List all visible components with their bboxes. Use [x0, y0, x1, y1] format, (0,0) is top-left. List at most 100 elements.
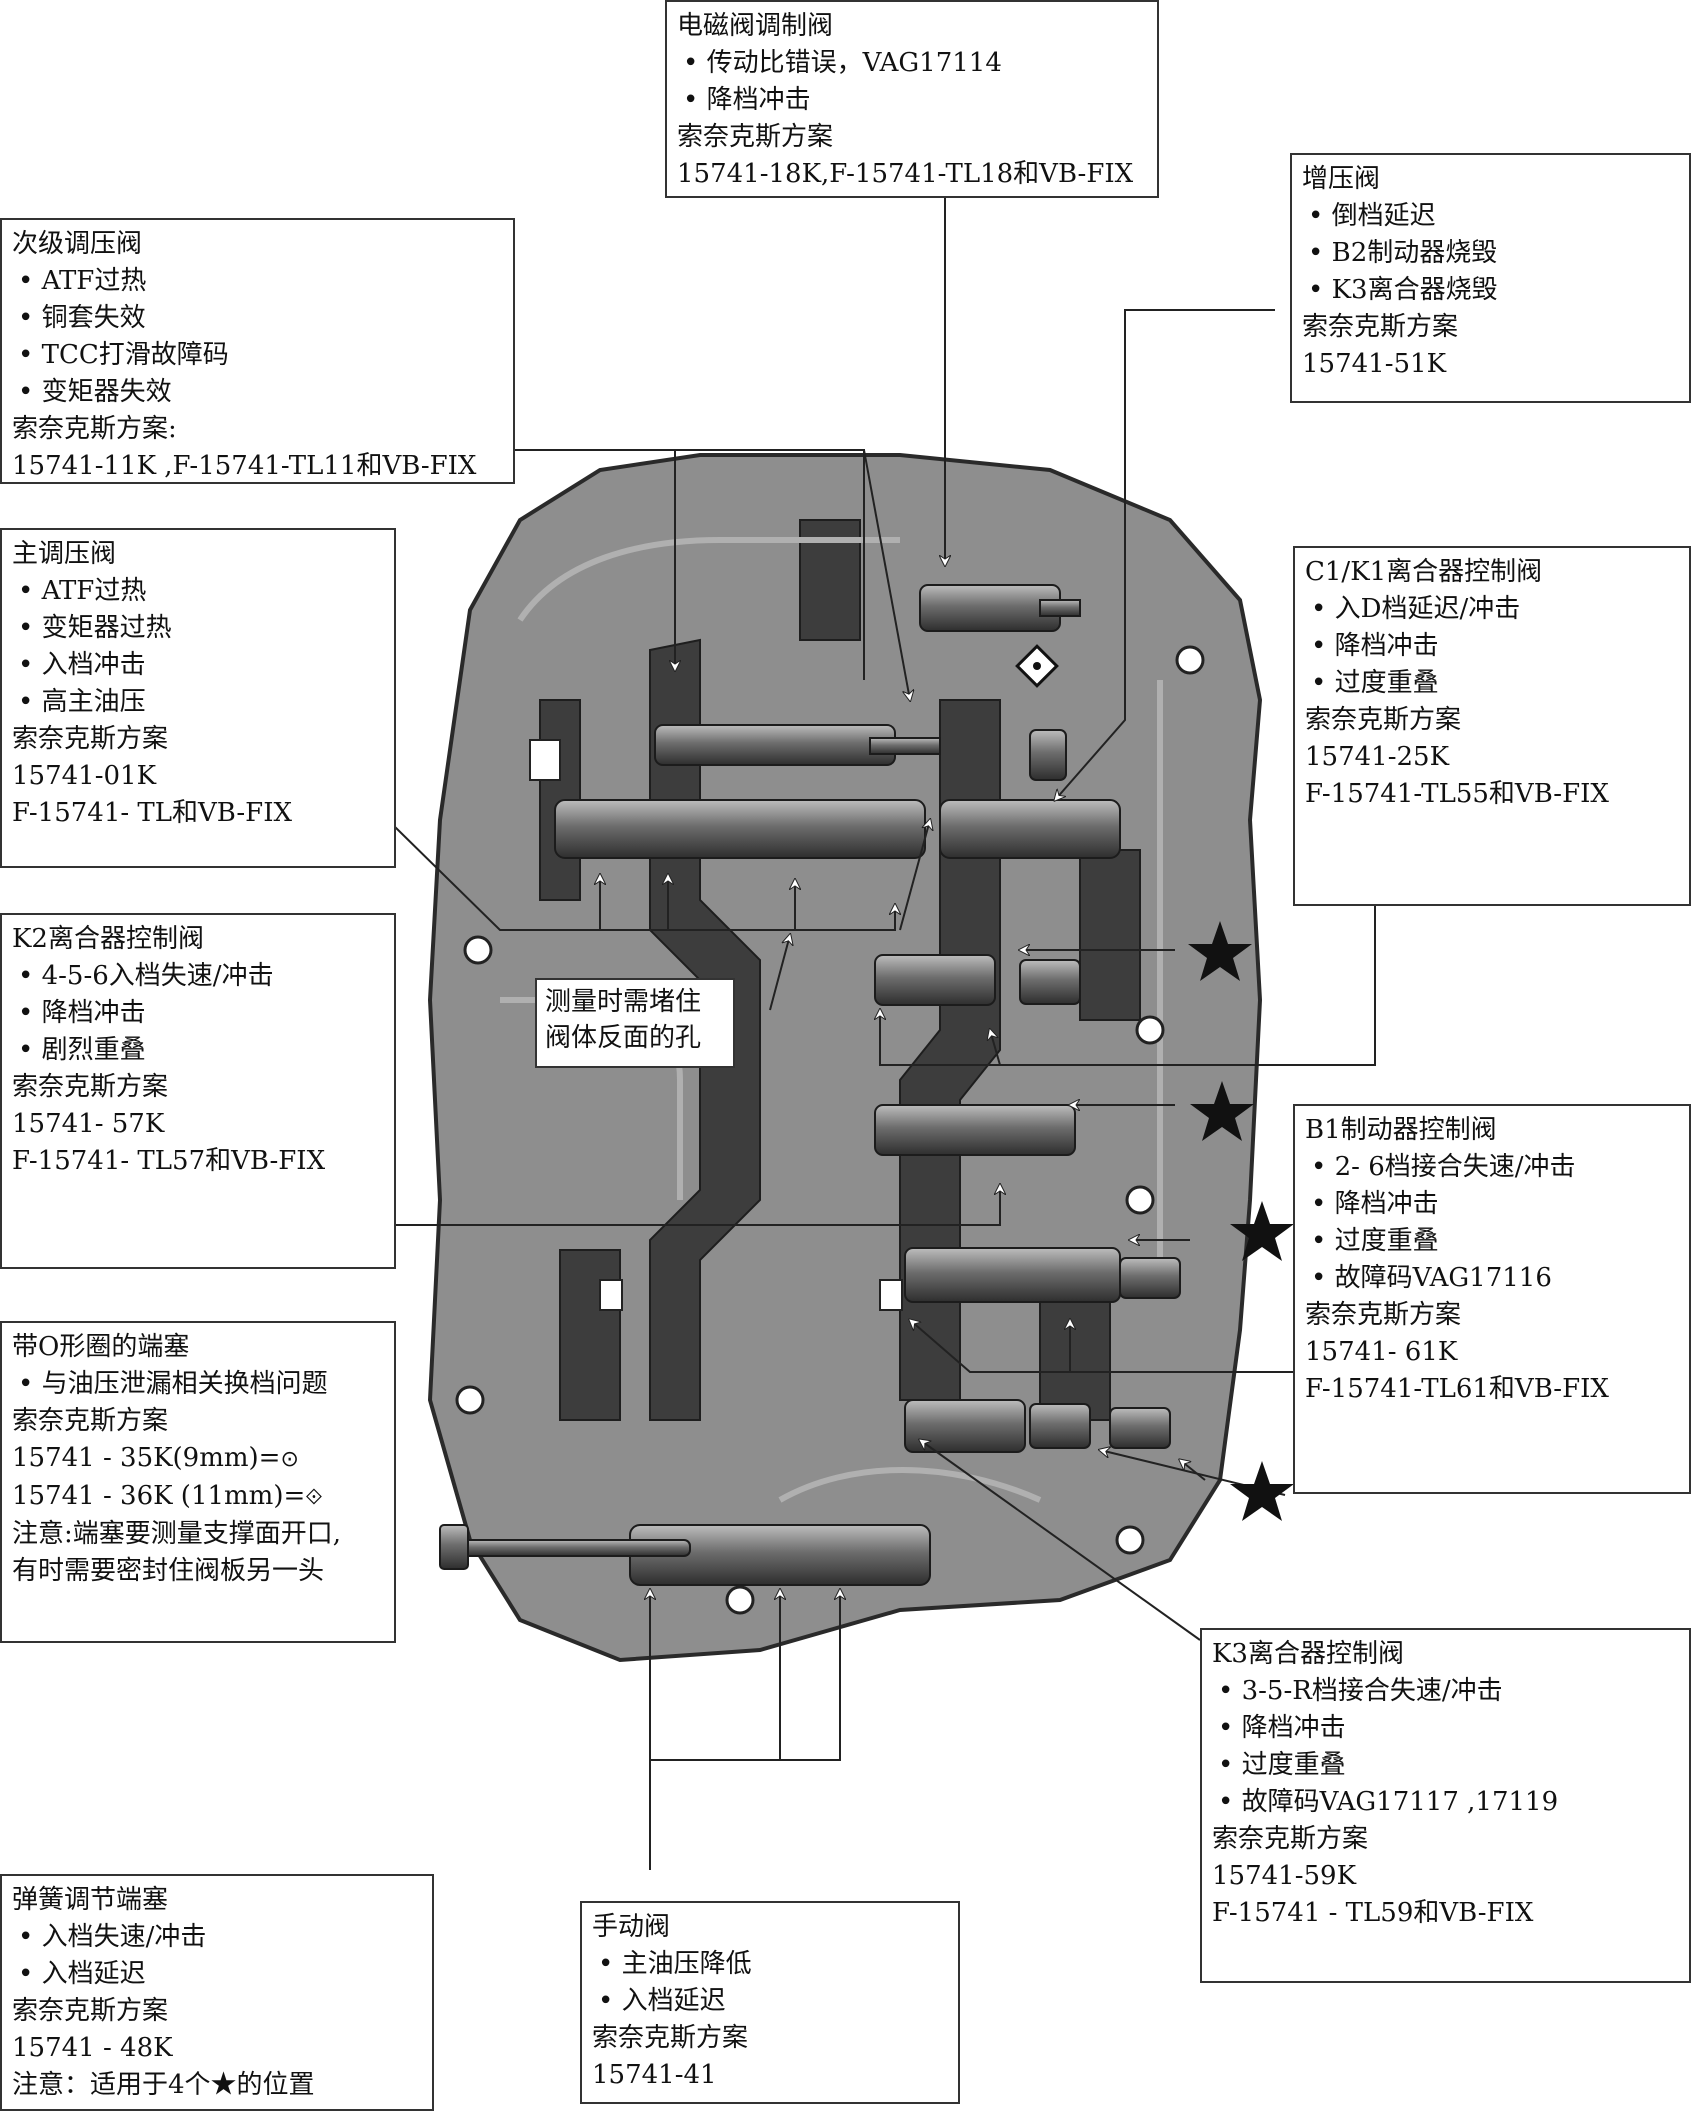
caution-note: 注意：适用于4个★的位置 [12, 2070, 315, 2100]
solution-label: 索奈克斯方案 [12, 724, 169, 754]
part-number: 15741-59K [1212, 1861, 1357, 1891]
callout-bullet: 过度重叠 [1305, 1223, 1679, 1260]
bolt-holes [455, 645, 1205, 1615]
valve-spools [439, 584, 1181, 1586]
part-number: F-15741- TL57和VB-FIX [12, 1146, 326, 1176]
star-markers [1188, 921, 1294, 1521]
callout-bullet: ATF过热 [12, 573, 384, 610]
part-number: 15741-51K [1302, 349, 1447, 379]
callout-bullet: 降档冲击 [1305, 628, 1679, 665]
callout-boost-valve: 增压阀 倒档延迟 B2制动器烧毁 K3离合器烧毁 索奈克斯方案 15741-51… [1290, 153, 1691, 403]
part-number: F-15741- TL和VB-FIX [12, 798, 292, 828]
callout-bullet: 高主油压 [12, 684, 384, 721]
circle-dot-icon: ⊙ [280, 1447, 299, 1472]
part-number: F-15741-TL61和VB-FIX [1305, 1374, 1609, 1404]
part-number: 15741- 57K [12, 1109, 165, 1139]
callout-spring-adjust-plug: 弹簧调节端塞 入档失速/冲击 入档延迟 索奈克斯方案 15741 - 48K 注… [0, 1874, 434, 2111]
callout-title: 次级调压阀 [12, 229, 143, 259]
solution-label: 索奈克斯方案 [12, 1996, 169, 2026]
part-number: 15741-41 [592, 2060, 717, 2090]
part-number: 15741 - 35K(9mm)= [12, 1443, 281, 1473]
solution-label: 索奈克斯方案 [1302, 312, 1459, 342]
caution-note: 有时需要密封住阀板另一头 [12, 1556, 325, 1586]
callout-bullet: 入档延迟 [12, 1956, 422, 1993]
callout-title: K2离合器控制阀 [12, 924, 204, 954]
callout-solenoid-modulator-valve: 电磁阀调制阀 传动比错误，VAG17114 降档冲击 索奈克斯方案 15741-… [665, 0, 1159, 198]
star-marker [1190, 1081, 1254, 1141]
callout-main-regulator-valve: 主调压阀 ATF过热 变矩器过热 入档冲击 高主油压 索奈克斯方案 15741-… [0, 528, 396, 868]
callout-bullet: 3-5-R档接合失速/冲击 [1212, 1673, 1679, 1710]
part-number-9mm: 15741 - 35K(9mm)=⊙ [12, 1440, 384, 1478]
callout-title: B1制动器控制阀 [1305, 1115, 1497, 1145]
callout-bullet: 主油压降低 [592, 1946, 948, 1983]
callout-bullet: 降档冲击 [677, 82, 1147, 119]
part-number: F-15741 - TL59和VB-FIX [1212, 1898, 1534, 1928]
solution-label: 索奈克斯方案 [12, 1406, 169, 1436]
callout-b1-brake-control-valve: B1制动器控制阀 2- 6档接合失速/冲击 降档冲击 过度重叠 故障码VAG17… [1293, 1104, 1691, 1494]
solution-label: 索奈克斯方案: [12, 414, 177, 444]
part-number: 15741 - 48K [12, 2033, 173, 2063]
callout-bullet: 变矩器失效 [12, 374, 503, 411]
measurement-note: 测量时需堵住 阀体反面的孔 [535, 978, 735, 1068]
callout-k2-clutch-control-valve: K2离合器控制阀 4-5-6入档失速/冲击 降档冲击 剧烈重叠 索奈克斯方案 1… [0, 913, 396, 1269]
callout-bullet: 4-5-6入档失速/冲击 [12, 958, 384, 995]
part-number-11mm: 15741 - 36K (11mm)=⟐ [12, 1478, 384, 1516]
part-number: 15741- 61K [1305, 1337, 1458, 1367]
small-ports [529, 739, 903, 1311]
star-marker [1188, 921, 1252, 981]
callout-title: 电磁阀调制阀 [677, 11, 834, 41]
solution-label: 索奈克斯方案 [677, 122, 834, 152]
callout-secondary-regulator-valve: 次级调压阀 ATF过热 铜套失效 TCC打滑故障码 变矩器失效 索奈克斯方案: … [0, 218, 515, 484]
callout-bullet: 传动比错误，VAG17114 [677, 45, 1147, 82]
solution-label: 索奈克斯方案 [592, 2023, 749, 2053]
callout-bullet: 倒档延迟 [1302, 198, 1679, 235]
caution-note: 注意:端塞要测量支撑面开口, [12, 1519, 342, 1549]
part-number: 15741-25K [1305, 742, 1450, 772]
leader-lines [392, 195, 1376, 1870]
callout-bullet: TCC打滑故障码 [12, 337, 503, 374]
part-number: 15741-11K ,F-15741-TL11和VB-FIX [12, 451, 477, 481]
callout-bullet: 入档失速/冲击 [12, 1919, 422, 1956]
callout-title: 弹簧调节端塞 [12, 1885, 169, 1915]
part-number: 15741-18K,F-15741-TL18和VB-FIX [677, 159, 1134, 189]
callout-bullet: 降档冲击 [1305, 1186, 1679, 1223]
solution-label: 索奈克斯方案 [12, 1072, 169, 1102]
callout-title: 增压阀 [1302, 164, 1381, 194]
measurement-note-line: 阀体反面的孔 [545, 1023, 702, 1053]
callout-manual-valve: 手动阀 主油压降低 入档延迟 索奈克斯方案 15741-41 [580, 1901, 960, 2104]
callout-bullet: 故障码VAG17117 ,17119 [1212, 1784, 1679, 1821]
plug-diamond-marker [1015, 644, 1059, 688]
callout-bullet: K3离合器烧毁 [1302, 272, 1679, 309]
part-number: 15741 - 36K (11mm)= [12, 1481, 306, 1511]
callout-bullet: 降档冲击 [12, 995, 384, 1032]
star-marker [1230, 1461, 1294, 1521]
callout-bullet: 铜套失效 [12, 300, 503, 337]
callout-bullet: 入档冲击 [12, 647, 384, 684]
callout-bullet: 过度重叠 [1212, 1747, 1679, 1784]
solution-label: 索奈克斯方案 [1212, 1824, 1369, 1854]
measurement-note-line: 测量时需堵住 [545, 987, 702, 1017]
callout-bullet: 入档延迟 [592, 1983, 948, 2020]
callout-bullet: B2制动器烧毁 [1302, 235, 1679, 272]
diamond-dot-icon: ⟐ [305, 1485, 323, 1510]
callout-bullet: 剧烈重叠 [12, 1032, 384, 1069]
star-marker [1230, 1201, 1294, 1261]
callout-title: 主调压阀 [12, 539, 117, 569]
solution-label: 索奈克斯方案 [1305, 1300, 1462, 1330]
callout-title: K3离合器控制阀 [1212, 1639, 1404, 1669]
callout-bullet: 与油压泄漏相关换档问题 [12, 1366, 384, 1403]
callout-title: C1/K1离合器控制阀 [1305, 557, 1543, 587]
callout-bullet: 过度重叠 [1305, 665, 1679, 702]
callout-bullet: 变矩器过热 [12, 610, 384, 647]
callout-bullet: 2- 6档接合失速/冲击 [1305, 1149, 1679, 1186]
callout-oring-end-plug: 带O形圈的端塞 与油压泄漏相关换档问题 索奈克斯方案 15741 - 35K(9… [0, 1321, 396, 1643]
part-number: F-15741-TL55和VB-FIX [1305, 779, 1609, 809]
part-number: 15741-01K [12, 761, 157, 791]
solution-label: 索奈克斯方案 [1305, 705, 1462, 735]
callout-title: 带O形圈的端塞 [12, 1332, 190, 1362]
callout-k3-clutch-control-valve: K3离合器控制阀 3-5-R档接合失速/冲击 降档冲击 过度重叠 故障码VAG1… [1200, 1628, 1691, 1983]
callout-title: 手动阀 [592, 1912, 671, 1942]
callout-bullet: ATF过热 [12, 263, 503, 300]
